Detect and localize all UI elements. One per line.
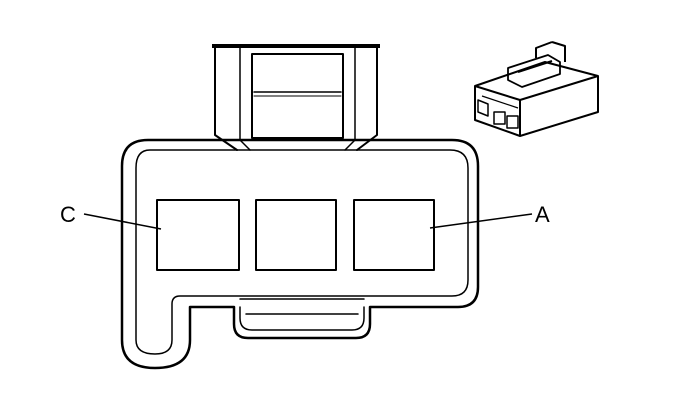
locking-tab [212, 44, 380, 151]
terminal-cavity-c [156, 199, 240, 271]
callout-label-a: A [535, 202, 550, 227]
callout-label-c: C [60, 202, 76, 227]
callout-leader-a [429, 213, 533, 229]
terminal-cavity-b [255, 199, 337, 271]
housing-outer [120, 138, 480, 370]
callout-c: C [60, 202, 162, 230]
terminal-cavity-a [353, 199, 435, 271]
callout-a: A [429, 202, 550, 229]
housing-inner [135, 149, 469, 355]
callout-leader-c [83, 213, 162, 230]
isometric-connector [474, 41, 599, 137]
connector-face [120, 44, 480, 370]
bottom-latch [239, 298, 365, 331]
